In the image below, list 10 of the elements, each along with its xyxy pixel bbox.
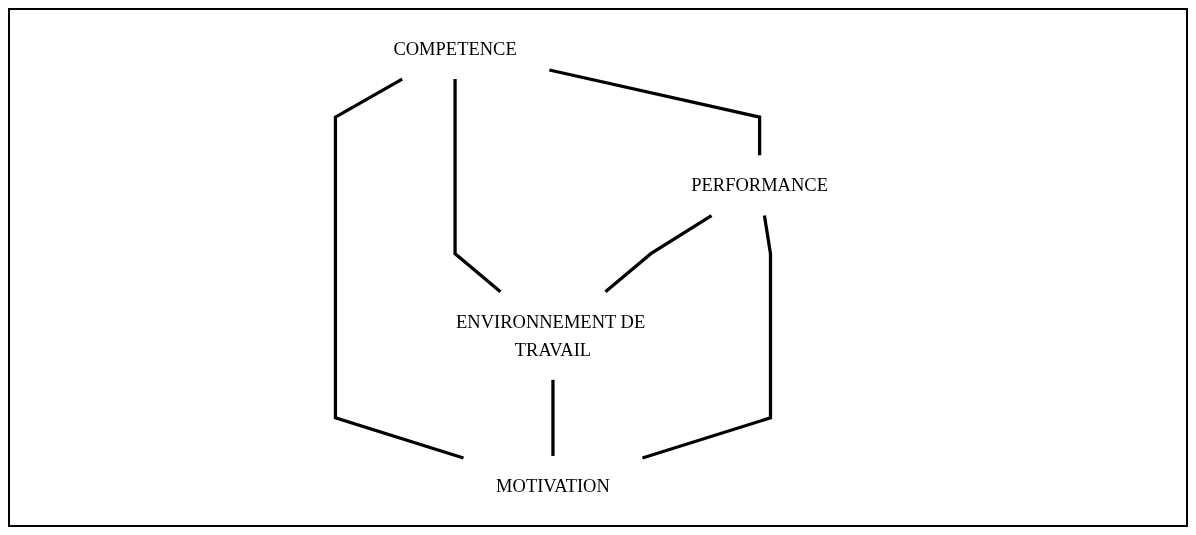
node-text: MOTIVATION: [496, 475, 610, 497]
node-text: PERFORMANCE: [691, 174, 828, 196]
node-text: COMPETENCE: [393, 38, 517, 59]
node-text: ENVIRONNEMENT DE TRAVAIL: [456, 311, 646, 360]
connector: [453, 79, 502, 293]
connector: [333, 77, 464, 460]
connector: [641, 215, 773, 460]
connector: [549, 68, 762, 156]
connector: [604, 214, 713, 293]
connector: [551, 379, 555, 456]
